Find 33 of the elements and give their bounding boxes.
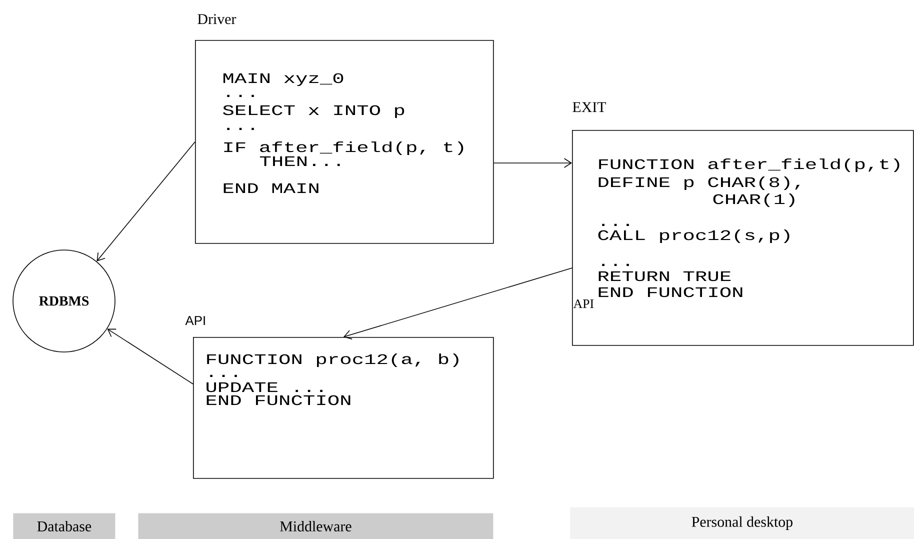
- node-label: ...: [602, 264, 629, 266]
- code-box: MAIN xyz_0 ... SELECT x INTO p ... IF after_field(p, t) THEN... END MAIN: [195, 40, 494, 244]
- box-heading: EXIT: [572, 102, 606, 112]
- node-label: SELECT x INTO p: [222, 105, 404, 118]
- node-label: FUNCTION after_field(p,t): [599, 158, 900, 172]
- node-label: END FUNCTION: [206, 395, 350, 406]
- node-label: RETURN TRUE: [598, 271, 731, 282]
- node-label: THEN...: [260, 156, 340, 166]
- code-box: FUNCTION proc12(a, b) ... UPDATE ... END FUNCTION: [193, 337, 494, 479]
- box-heading: API: [185, 316, 205, 325]
- node-label: CHAR(1): [713, 193, 794, 208]
- arrow: [493, 158, 572, 168]
- node-label: ...: [210, 374, 237, 377]
- node-label: END FUNCTION: [598, 287, 742, 298]
- node-label: UPDATE ...: [206, 382, 322, 392]
- node-label: IF after_field(p, t): [224, 141, 464, 156]
- node-label: API: [573, 299, 594, 308]
- node-label: FUNCTION proc12(a, b): [207, 353, 458, 368]
- arrow: [96, 142, 196, 262]
- node-label: CALL proc12(s,p): [598, 229, 790, 244]
- box-heading: Driver: [198, 14, 236, 24]
- node-label: ...: [227, 128, 254, 130]
- code-box: FUNCTION after_field(p,t) DEFINE p CHAR(8), CHAR(1) ... CALL proc12(s,p) ... RETURN TRUE END FUNCTION API: [572, 130, 914, 346]
- tier-band: Personal desktop: [570, 507, 914, 539]
- tier-band: Middleware: [138, 513, 494, 539]
- node-label: MAIN xyz_0: [223, 73, 344, 86]
- arrow: [107, 328, 194, 384]
- arrow: [343, 268, 572, 340]
- node-label: ...: [227, 94, 254, 97]
- node-label: END MAIN: [224, 183, 318, 193]
- node-label: DEFINE p CHAR(8),: [598, 176, 800, 190]
- tier-band: Database: [13, 513, 116, 539]
- node-label: ...: [602, 224, 629, 226]
